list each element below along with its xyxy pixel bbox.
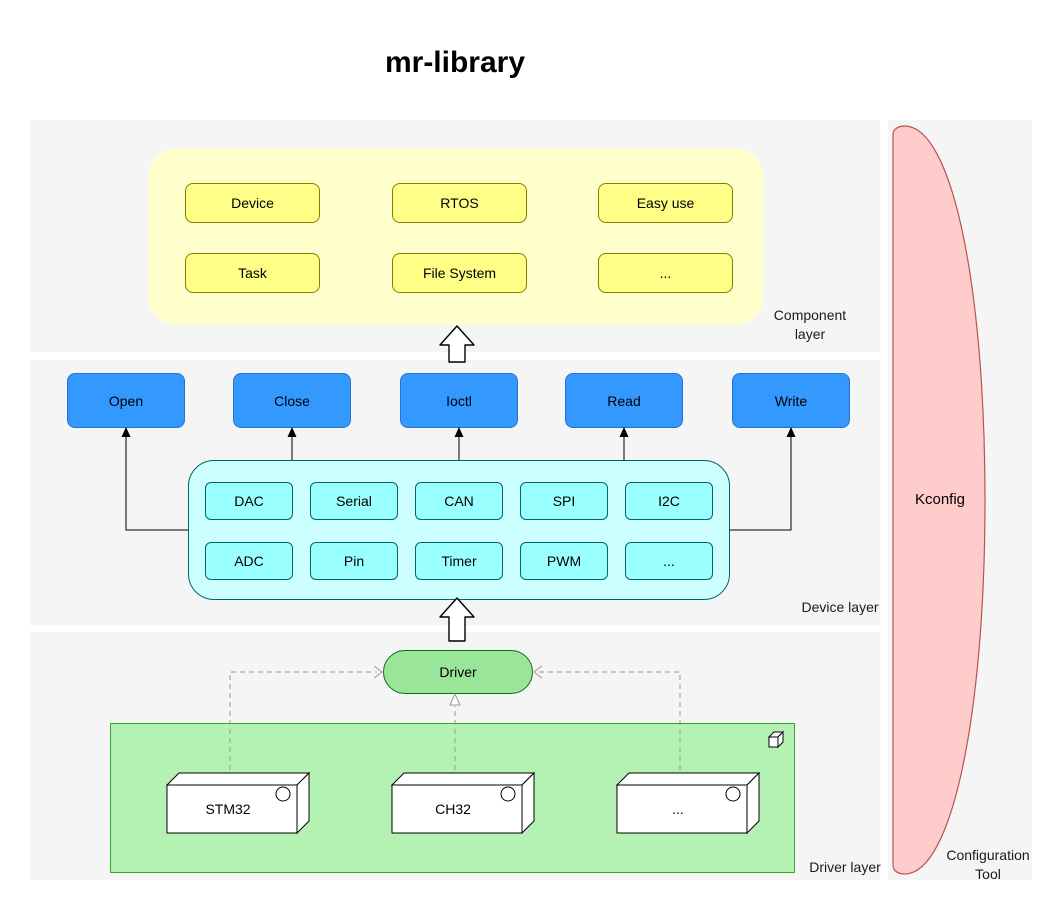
chip-box-more: ... [616, 772, 761, 835]
cube-icon [767, 730, 785, 749]
operation-box-read: Read [565, 373, 683, 428]
chip-label: CH32 [435, 801, 471, 817]
chip-circle-marker [500, 786, 516, 802]
device-box-pin: Pin [310, 542, 398, 580]
device-box-serial: Serial [310, 482, 398, 520]
kconfig-shape [892, 125, 986, 875]
driver-node: Driver [383, 650, 533, 694]
chip-box-ch32: CH32 [391, 772, 536, 835]
chip-top-face [616, 772, 761, 786]
diagram-title: mr-library [384, 46, 526, 79]
driver-layer-label: Driver layer [809, 859, 881, 875]
operation-box-close: Close [233, 373, 351, 428]
mcu-group: STM32 CH32 ... [110, 723, 795, 873]
operation-box-open: Open [67, 373, 185, 428]
kconfig-label: Kconfig [914, 491, 966, 508]
chip-circle-marker [275, 786, 291, 802]
device-box-dac: DAC [205, 482, 293, 520]
chip-box-stm32: STM32 [166, 772, 311, 835]
component-box-more: ... [598, 253, 733, 293]
component-box-easy-use: Easy use [598, 183, 733, 223]
chip-top-face [166, 772, 311, 786]
chip-circle-marker [725, 786, 741, 802]
device-box-can: CAN [415, 482, 503, 520]
device-box-more: ... [625, 542, 713, 580]
chip-front-face [166, 784, 298, 834]
device-box-pwm: PWM [520, 542, 608, 580]
device-layer-label: Device layer [801, 599, 879, 615]
device-box-spi: SPI [520, 482, 608, 520]
chip-front-face [616, 784, 748, 834]
component-box-task: Task [185, 253, 320, 293]
chip-front-face [391, 784, 523, 834]
device-box-i2c: I2C [625, 482, 713, 520]
component-group [148, 148, 763, 325]
chip-label: STM32 [205, 801, 250, 817]
component-layer-label: Component layer [773, 307, 847, 342]
chip-top-face [391, 772, 536, 786]
operation-box-write: Write [732, 373, 850, 428]
device-box-adc: ADC [205, 542, 293, 580]
component-box-rtos: RTOS [392, 183, 527, 223]
device-box-timer: Timer [415, 542, 503, 580]
component-box-file-system: File System [392, 253, 527, 293]
configuration-tool-label: Configuration Tool [946, 847, 1030, 882]
operation-box-ioctl: Ioctl [400, 373, 518, 428]
chip-label: ... [672, 801, 684, 817]
component-box-device: Device [185, 183, 320, 223]
